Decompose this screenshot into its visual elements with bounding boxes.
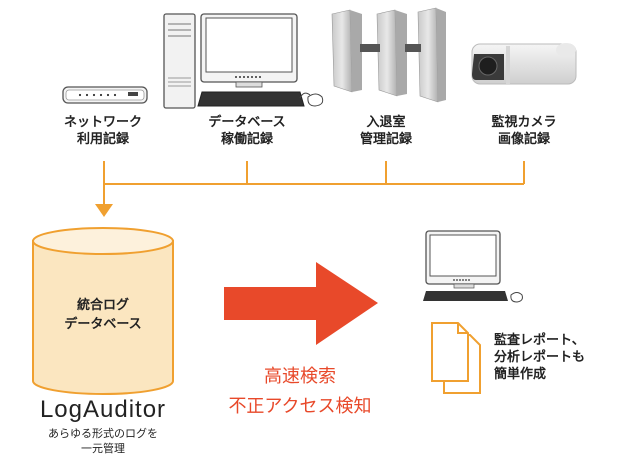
report-documents-icon — [431, 322, 481, 394]
product-description-line1: あらゆる形式のログを — [48, 427, 158, 440]
source-database-line1: データベース — [208, 115, 286, 130]
feature-intrusion-detection: 不正アクセス検知 — [228, 396, 372, 417]
report-label-line1: 監査レポート、 — [494, 333, 585, 348]
source-label-database: データベース 稼働記録 — [192, 114, 302, 148]
database-label-line1: 統合ログ — [76, 298, 129, 313]
source-label-camera: 監視カメラ 画像記録 — [469, 114, 579, 148]
product-description-line2: 一元管理 — [81, 442, 125, 455]
security-gate-icon — [331, 7, 446, 103]
database-label-line2: データベース — [64, 317, 142, 332]
product-description: あらゆる形式のログを 一元管理 — [10, 426, 196, 456]
feature-fast-search: 高速検索 — [264, 366, 336, 387]
surveillance-camera-icon — [471, 43, 577, 85]
database-server-icon — [163, 13, 324, 109]
report-label: 監査レポート、 分析レポートも 簡単作成 — [494, 332, 624, 383]
integrated-database-cylinder — [32, 227, 174, 395]
source-camera-line1: 監視カメラ — [491, 115, 557, 130]
router-icon — [62, 86, 148, 104]
database-label: 統合ログ データベース — [43, 296, 163, 334]
source-network-line2: 利用記録 — [76, 132, 129, 147]
process-arrow — [224, 262, 378, 345]
source-gate-line1: 入退室 — [366, 115, 406, 130]
source-label-gate: 入退室 管理記録 — [331, 114, 441, 148]
report-label-line2: 分析レポートも — [494, 350, 586, 365]
source-network-line1: ネットワーク — [63, 115, 142, 130]
connector-lines — [103, 161, 525, 205]
source-database-line2: 稼働記録 — [220, 132, 273, 147]
report-label-line3: 簡単作成 — [494, 367, 547, 382]
source-label-network: ネットワーク 利用記録 — [48, 114, 158, 148]
client-pc-icon — [423, 230, 523, 303]
feature-labels: 高速検索 不正アクセス検知 — [200, 362, 400, 422]
product-name: LogAuditor — [39, 396, 167, 423]
source-gate-line2: 管理記録 — [359, 132, 412, 147]
source-camera-line2: 画像記録 — [497, 132, 550, 147]
connector-arrowhead — [95, 204, 113, 217]
